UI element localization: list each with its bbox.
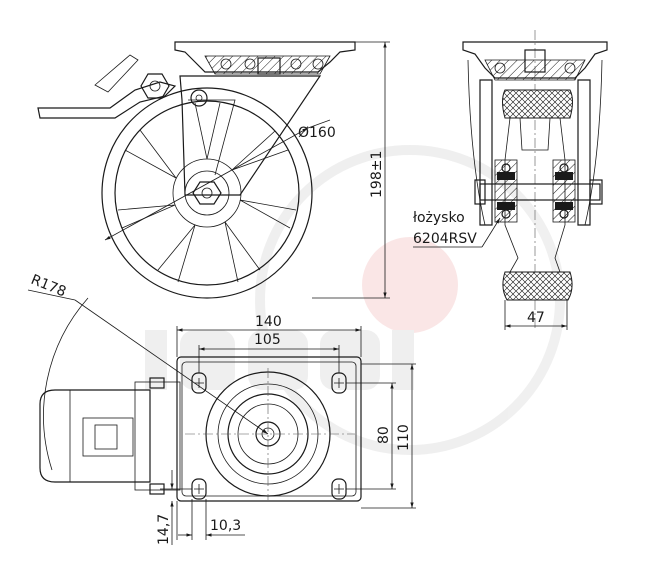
hole-spacing-x-label: 105 bbox=[254, 332, 281, 348]
front-fork-left bbox=[479, 79, 493, 226]
front-tyre-top bbox=[502, 89, 573, 119]
top-mount-holes bbox=[191, 372, 347, 500]
front-section-view: łożysko 6204RSV 47 bbox=[413, 30, 608, 330]
swivel-radius-label: R178 bbox=[29, 272, 69, 300]
plate-length-label: 110 bbox=[396, 424, 412, 451]
offset-vertical-label: 14,7 bbox=[156, 514, 172, 545]
bearing-label-line2: 6204RSV bbox=[413, 231, 477, 247]
side-brake-hex-nut bbox=[140, 73, 170, 99]
side-wheel-tread bbox=[101, 87, 313, 299]
side-axle-nut bbox=[192, 181, 222, 205]
side-brake-pedal bbox=[37, 81, 177, 119]
front-bearing-left bbox=[494, 159, 518, 223]
top-view: R178 bbox=[27, 272, 416, 545]
side-bearing-raceway bbox=[204, 55, 331, 75]
watermark-letters bbox=[145, 330, 414, 390]
hole-diameter-label: 10,3 bbox=[210, 518, 241, 534]
front-axle bbox=[479, 183, 601, 201]
wheel-width-label: 47 bbox=[527, 310, 545, 326]
top-mount-plate bbox=[176, 356, 362, 502]
plate-width-label: 140 bbox=[255, 314, 282, 330]
front-hub bbox=[504, 117, 566, 273]
front-bearing-right bbox=[552, 159, 576, 223]
hole-spacing-y-label: 80 bbox=[376, 426, 392, 444]
watermark-red-disc bbox=[362, 237, 458, 333]
bearing-label-line1: łożysko bbox=[413, 210, 465, 226]
side-view: Ø160 198±1 bbox=[37, 41, 390, 299]
swivel-radius-arc bbox=[43, 297, 89, 471]
watermark-logo bbox=[145, 145, 565, 455]
overall-height-label: 198±1 bbox=[369, 151, 385, 198]
top-wheel-profile bbox=[39, 389, 151, 483]
front-fork-right bbox=[577, 79, 591, 226]
side-wheel-rim bbox=[114, 100, 300, 286]
front-tyre-bottom bbox=[502, 271, 573, 301]
wheel-diameter-label: Ø160 bbox=[298, 125, 336, 141]
side-kingpin-nut bbox=[257, 57, 281, 75]
